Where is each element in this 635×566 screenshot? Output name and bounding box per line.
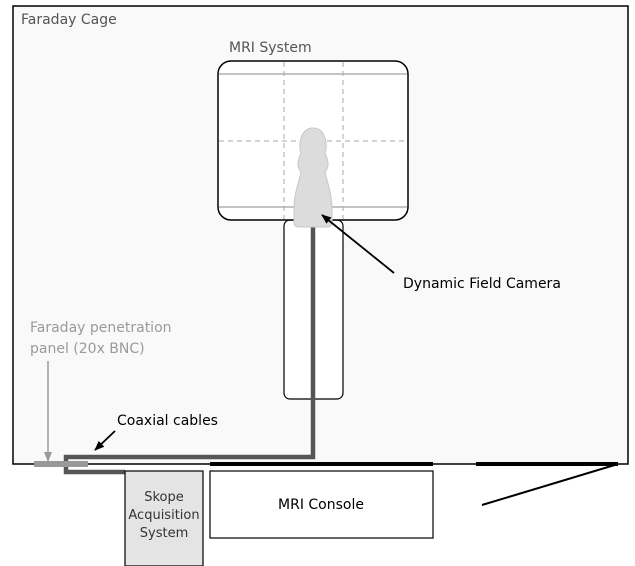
penetration-panel-label-line2: panel (20x BNC) bbox=[30, 341, 145, 357]
door-panel bbox=[481, 463, 619, 506]
camera-label: Dynamic Field Camera bbox=[403, 276, 561, 292]
coaxial-cables bbox=[63, 226, 316, 475]
mri-system-label: MRI System bbox=[229, 40, 312, 56]
penetration-panel bbox=[34, 461, 88, 467]
faraday-cage-label: Faraday Cage bbox=[21, 12, 117, 28]
coax-label: Coaxial cables bbox=[117, 413, 218, 429]
penetration-panel-label-line1: Faraday penetration bbox=[30, 320, 172, 336]
skope-acquisition-system bbox=[124, 470, 204, 566]
skope-label-line3: System bbox=[140, 526, 188, 541]
skope-label-line1: Skope bbox=[144, 490, 184, 505]
coax-pointer-arrow bbox=[94, 430, 116, 451]
camera-pointer-arrow bbox=[321, 214, 395, 274]
skope-label-line2: Acquisition bbox=[128, 508, 199, 523]
dynamic-field-camera bbox=[293, 127, 333, 228]
mri-console-label: MRI Console bbox=[278, 497, 364, 513]
mri-console bbox=[209, 470, 434, 539]
